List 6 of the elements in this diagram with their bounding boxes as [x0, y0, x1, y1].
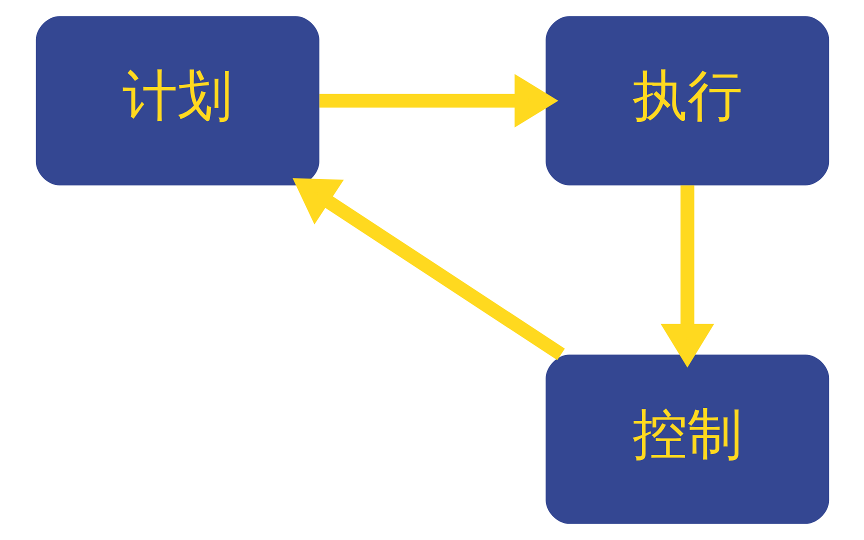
arrow: [318, 74, 558, 128]
node-box: 执行: [545, 16, 829, 186]
node-box: 计划: [35, 16, 319, 186]
arrow: [292, 178, 564, 360]
node-box: 控制: [545, 354, 829, 524]
arrow: [660, 185, 714, 368]
